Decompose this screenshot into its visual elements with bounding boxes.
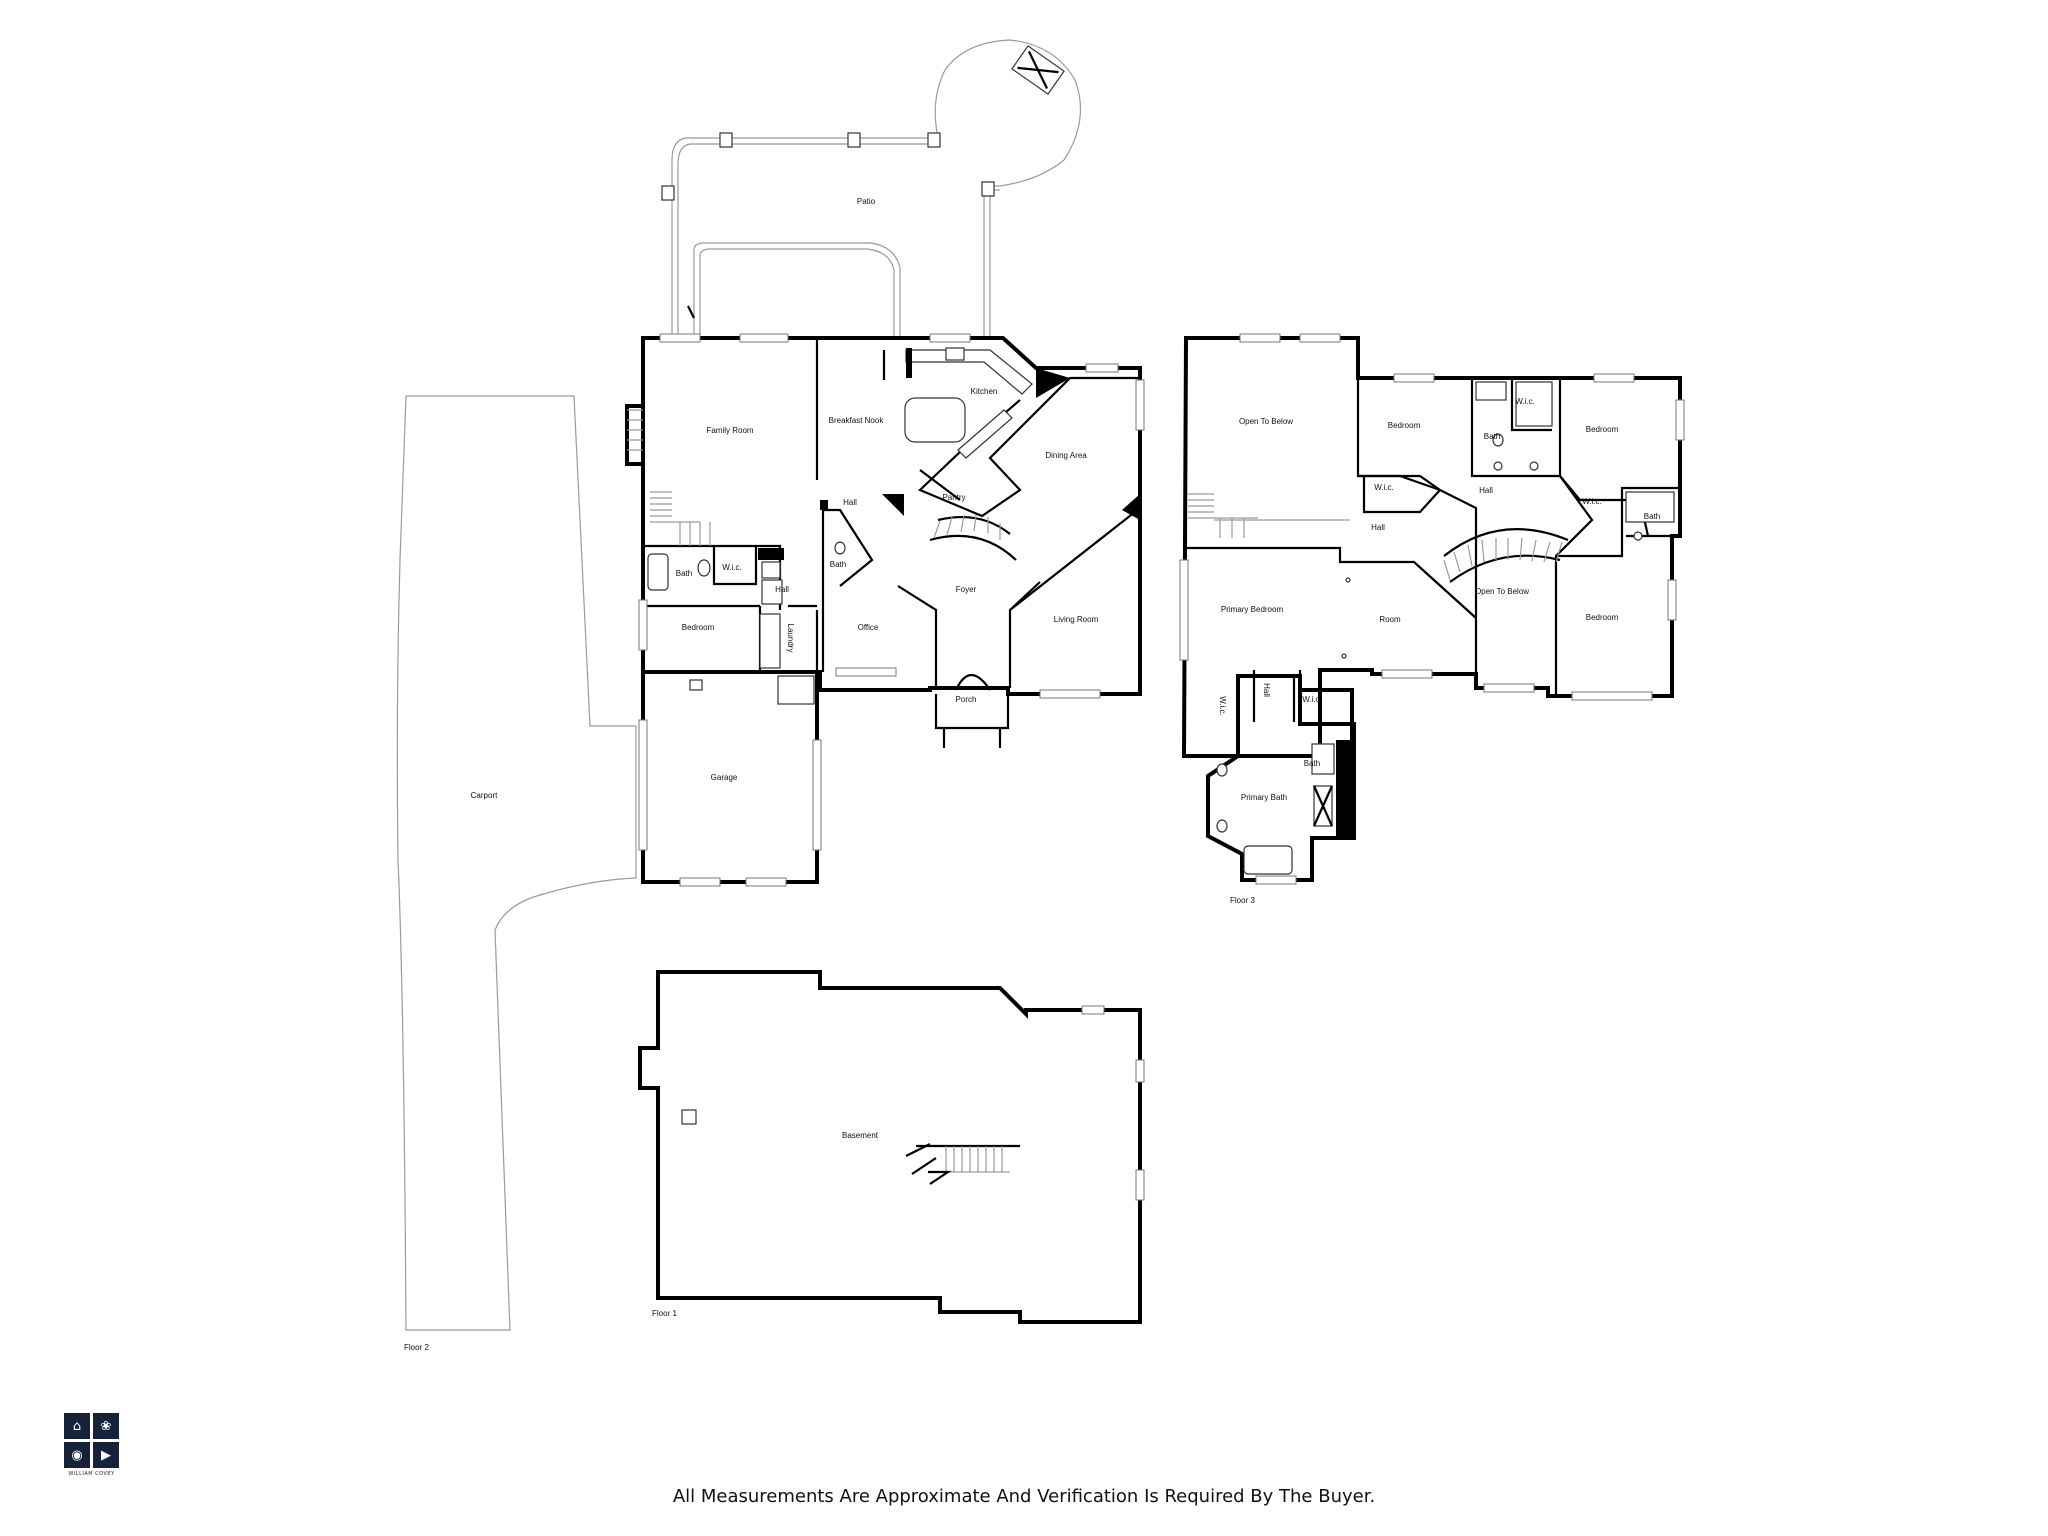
bath-primary-wc-label: Bath [1304,759,1320,768]
bedroom-up-3-label: Bedroom [1586,613,1619,622]
primary-bedroom-label: Primary Bedroom [1221,605,1284,614]
bedroom-up-1-label: Bedroom [1388,421,1421,430]
basement-floor [638,970,1145,1324]
carport-outline [396,395,637,1331]
patio-label: Patio [857,197,876,206]
dining-area-label: Dining Area [1045,451,1087,460]
floor-2-label: Floor 2 [404,1343,429,1352]
bath-main-label: Bath [676,569,692,578]
bath-up-2-label: Bath [1644,512,1660,521]
garage-label: Garage [711,773,738,782]
porch-label: Porch [956,695,977,704]
wic-primary-1-label: W.i.c. [1218,696,1227,716]
basement-label: Basement [842,1131,879,1140]
laundry-label: Laundry [786,624,795,653]
open-below-1-label: Open To Below [1239,417,1293,426]
kitchen-label: Kitchen [971,387,998,396]
carport-label: Carport [471,791,498,800]
foyer-label: Foyer [956,585,977,594]
hall-main-label: Hall [843,498,857,507]
hall-primary-label: Hall [1262,683,1271,697]
floor-1-label: Floor 1 [652,1309,677,1318]
hall-up-1-label: Hall [1479,486,1493,495]
company-logo: ⌂ ❀ ◉ ▶ WILLIAM COVEY [64,1413,122,1477]
wic-up-2-label: W.i.c. [1374,483,1394,492]
bedroom-main-label: Bedroom [682,623,715,632]
bedroom-up-2-label: Bedroom [1586,425,1619,434]
logo-name: WILLIAM COVEY [68,1471,115,1477]
bath-up-1-label: Bath [1484,432,1500,441]
play-icon: ▶ [93,1442,119,1468]
aperture-icon: ❀ [93,1413,119,1439]
disclaimer-text: All Measurements Are Approximate And Ver… [672,1486,1376,1507]
house-icon: ⌂ [64,1413,90,1439]
wic-primary-2-label: W.i.c. [1302,695,1322,704]
primary-bath-label: Primary Bath [1241,793,1287,802]
logo-grid: ⌂ ❀ ◉ ▶ [64,1413,122,1468]
wic-main-label: W.i.c. [722,563,742,572]
family-room-label: Family Room [706,426,753,435]
breakfast-nook-label: Breakfast Nook [829,416,885,425]
main-floor [625,333,1145,887]
pantry-label: Pantry [942,493,965,502]
wic-up-3-label: W.i.c. [1582,497,1602,506]
hall-up-2-label: Hall [1371,523,1385,532]
bath-half-label: Bath [830,560,846,569]
room-label: Room [1379,615,1401,624]
office-label: Office [858,623,879,632]
open-below-2-label: Open To Below [1475,587,1529,596]
camera-icon: ◉ [64,1442,90,1468]
upper-floor [1179,333,1685,885]
hall-small-label: Hall [775,585,789,594]
floor-3-label: Floor 3 [1230,896,1255,905]
living-room-label: Living Room [1054,615,1099,624]
patio-area [661,39,1082,336]
wic-up-1-label: W.i.c. [1515,397,1535,406]
